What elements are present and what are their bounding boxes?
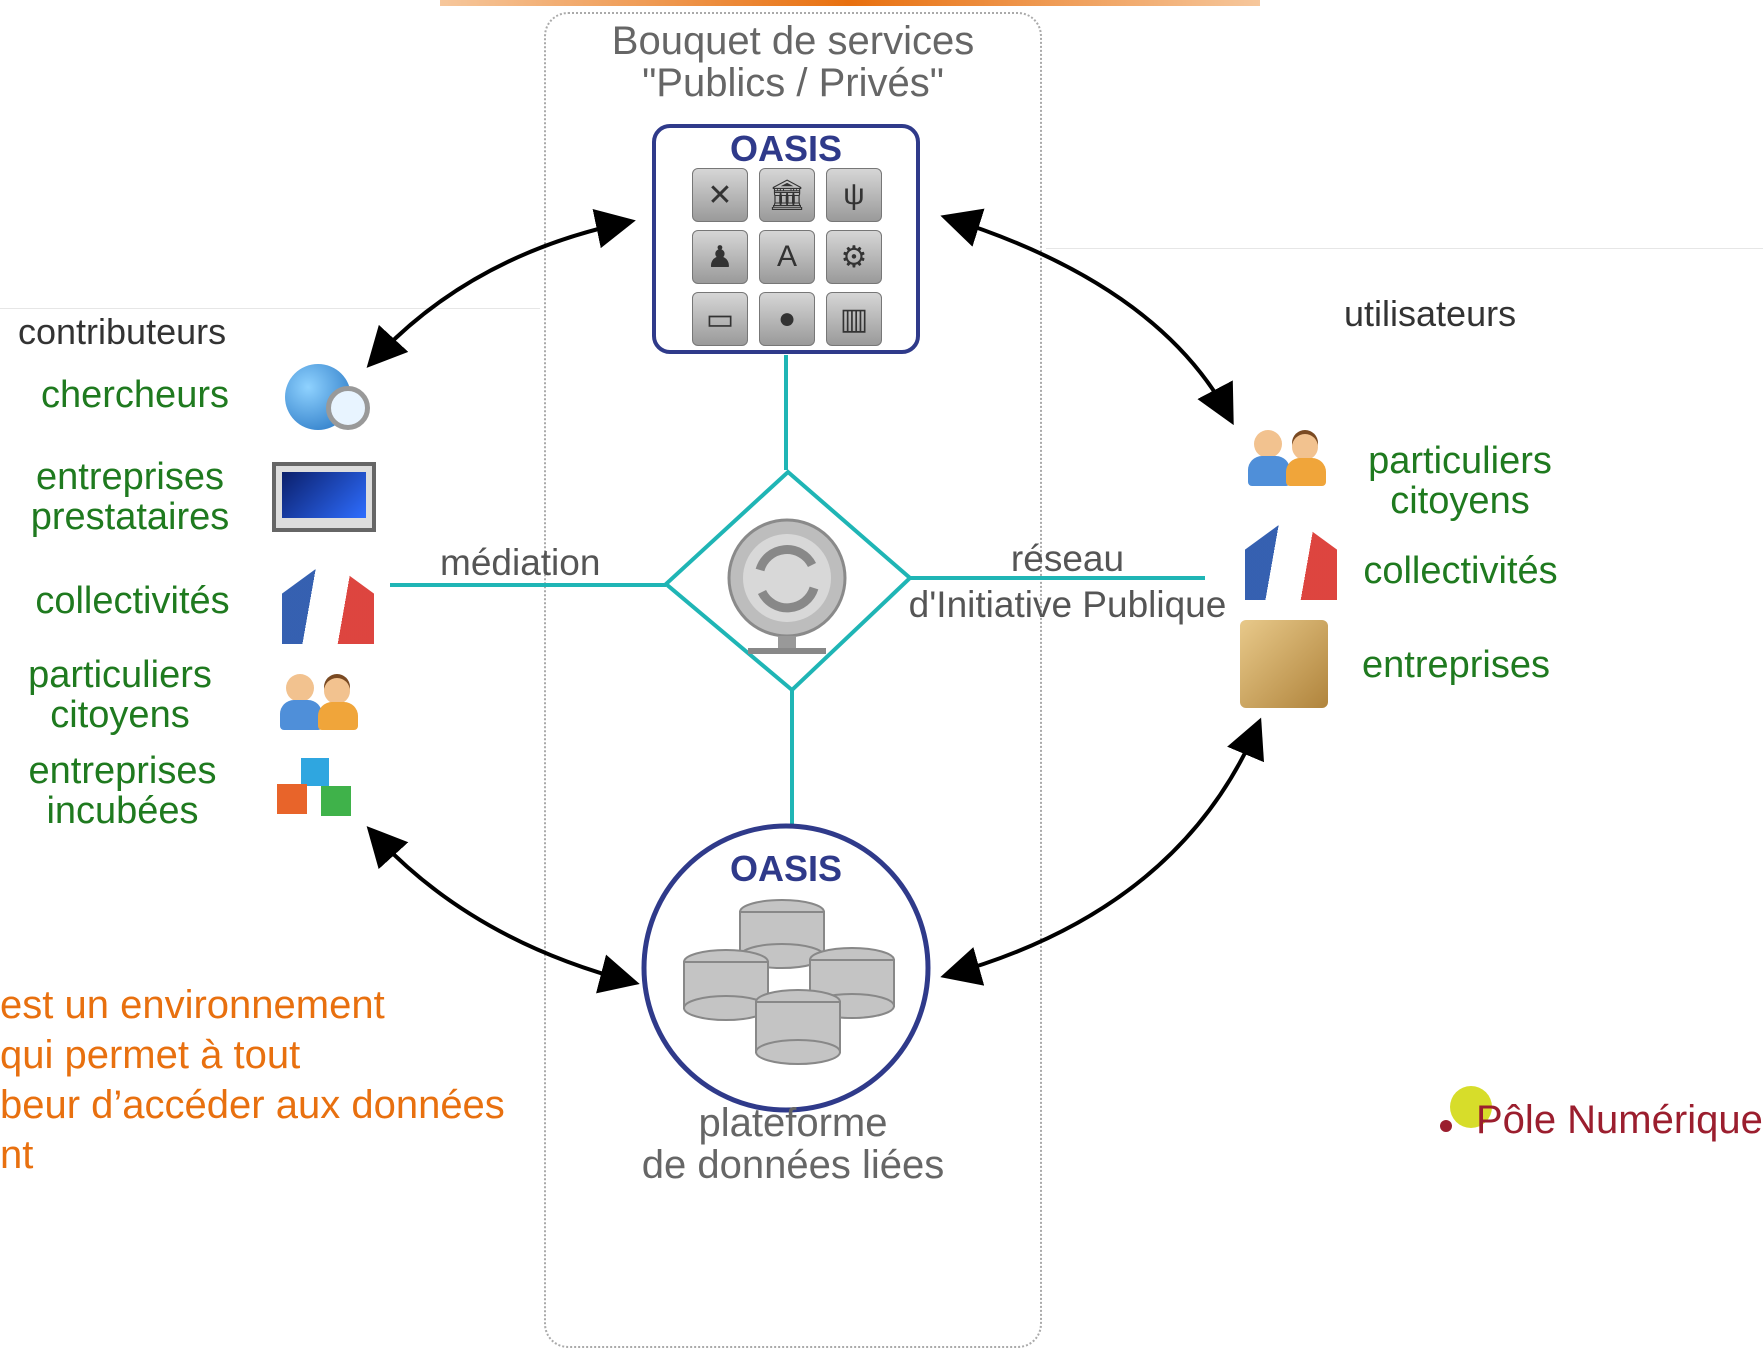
center-column: [544, 12, 1042, 1348]
right-item-label-entreprises: entreprises: [1362, 644, 1550, 686]
right-item-label-particuliers: particuliers citoyens: [1368, 440, 1552, 522]
left-item-label-particuliers: particuliers citoyens: [28, 654, 212, 736]
caption-fragment: est un environnement qui permet à tout b…: [0, 983, 505, 1177]
arrow-bottom-right: [940, 717, 1264, 986]
app-store-icon: A: [759, 230, 815, 284]
logo: Pôle Numérique: [1438, 1080, 1763, 1170]
cycle-arrows: [366, 208, 1264, 994]
gear-icon: ⚙: [826, 230, 882, 284]
services-title: Bouquet de services "Publics / Privés": [611, 19, 975, 105]
cubes-icon: [275, 758, 355, 820]
left-panel-bg: [0, 308, 540, 967]
right-panel-bg: [1046, 248, 1763, 949]
people-icon-right: [1248, 430, 1328, 486]
globe-search-lens: [326, 386, 370, 430]
logo-dot-icon: [1440, 1120, 1452, 1132]
arrow-top-left: [366, 208, 636, 368]
people-icon: [280, 674, 360, 730]
sync-server-icon: [727, 518, 847, 654]
header-bar: [440, 0, 1260, 6]
mediation-label: médiation: [440, 542, 601, 583]
left-item-label-incubees: entreprises incubées: [28, 750, 217, 832]
users-heading: utilisateurs: [1344, 293, 1517, 334]
left-item-label-prestataires: entreprises prestataires: [30, 456, 230, 538]
arrow-bottom-left: [366, 826, 640, 994]
tools-icon: ✕: [692, 168, 748, 222]
globe-icon: ●: [759, 292, 815, 346]
services-box-title: OASIS: [729, 128, 843, 169]
hub-diamond: [662, 469, 913, 693]
bank-icon: 🏛: [759, 168, 815, 222]
left-item-label-collectivites: collectivités: [35, 580, 230, 622]
window-icon: ▭: [692, 292, 748, 346]
arrow-top-right: [940, 208, 1234, 426]
platform-title: OASIS: [729, 848, 843, 889]
usb-icon: ψ: [826, 168, 882, 222]
database-icon: [683, 899, 895, 1065]
right-item-label-collectivites: collectivités: [1363, 550, 1558, 592]
contributors-heading: contributeurs: [18, 311, 227, 352]
platform-label: plateforme de données liées: [641, 1101, 945, 1187]
teal-connectors: [390, 355, 1205, 835]
computer-monitor-icon: [272, 462, 376, 532]
film-icon: ▥: [826, 292, 882, 346]
folder-tools-icon: [1240, 620, 1328, 708]
logo-circle-icon: [1450, 1086, 1492, 1128]
logo-text: Pôle Numérique: [1476, 1098, 1763, 1142]
group-icon: ♟: [692, 230, 748, 284]
left-item-label-chercheurs: chercheurs: [41, 374, 229, 416]
network-label: réseau d'Initiative Publique: [908, 538, 1227, 626]
